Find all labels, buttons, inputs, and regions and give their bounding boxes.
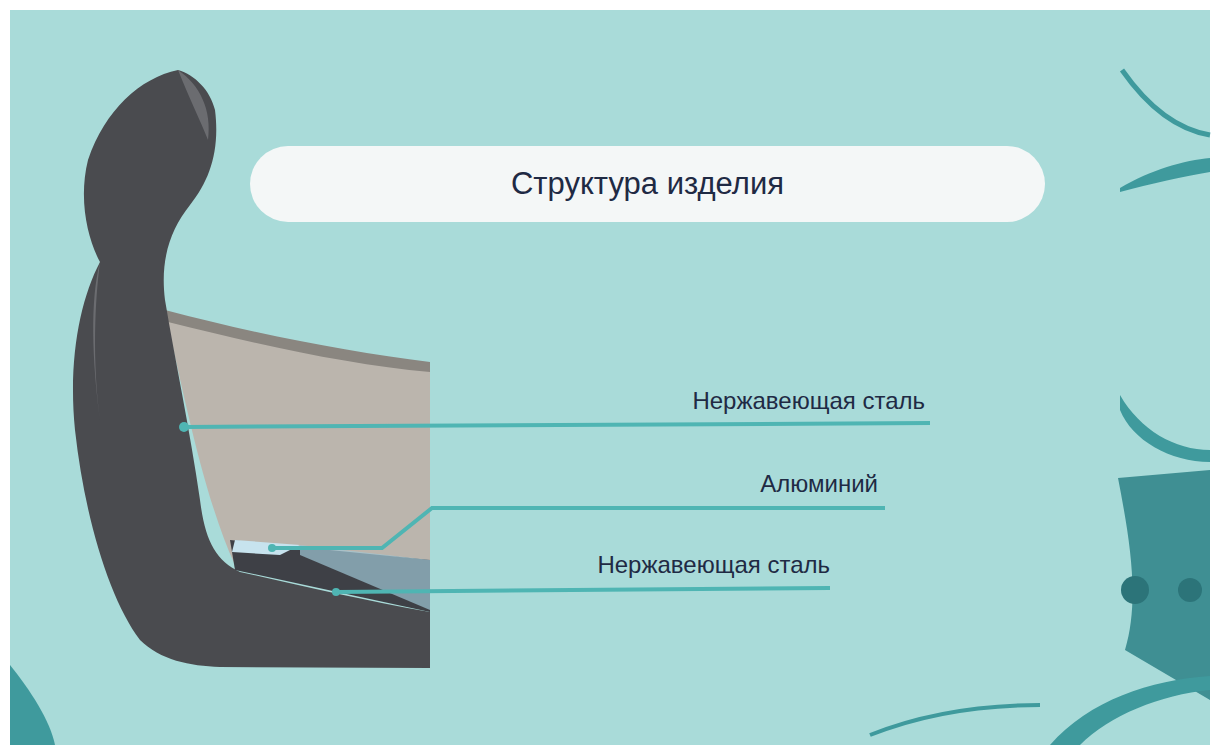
decor-stroke bbox=[10, 665, 55, 745]
leader-line bbox=[336, 588, 830, 592]
part-label: Алюминий bbox=[760, 470, 878, 498]
leader-line bbox=[272, 508, 885, 548]
leader-line bbox=[184, 423, 930, 427]
part-label: Нержавеющая сталь bbox=[597, 551, 830, 579]
decor-shape bbox=[1118, 470, 1210, 700]
background bbox=[10, 10, 1210, 745]
decor-dot bbox=[1121, 576, 1149, 604]
decor-dot bbox=[1178, 578, 1202, 602]
pan-highlight bbox=[93, 262, 100, 420]
title-text: Структура изделия bbox=[511, 166, 784, 202]
decor-stroke bbox=[870, 705, 1040, 735]
decor-stroke bbox=[1050, 676, 1210, 745]
pan-rim-highlight bbox=[178, 70, 209, 140]
decor-stroke bbox=[1122, 70, 1210, 135]
title-pill: Структура изделия bbox=[250, 146, 1045, 222]
decor-stroke bbox=[1120, 158, 1210, 192]
decor-stroke bbox=[1120, 395, 1210, 462]
pan-inner-rim bbox=[165, 310, 430, 372]
part-label: Нержавеющая сталь bbox=[692, 387, 925, 415]
